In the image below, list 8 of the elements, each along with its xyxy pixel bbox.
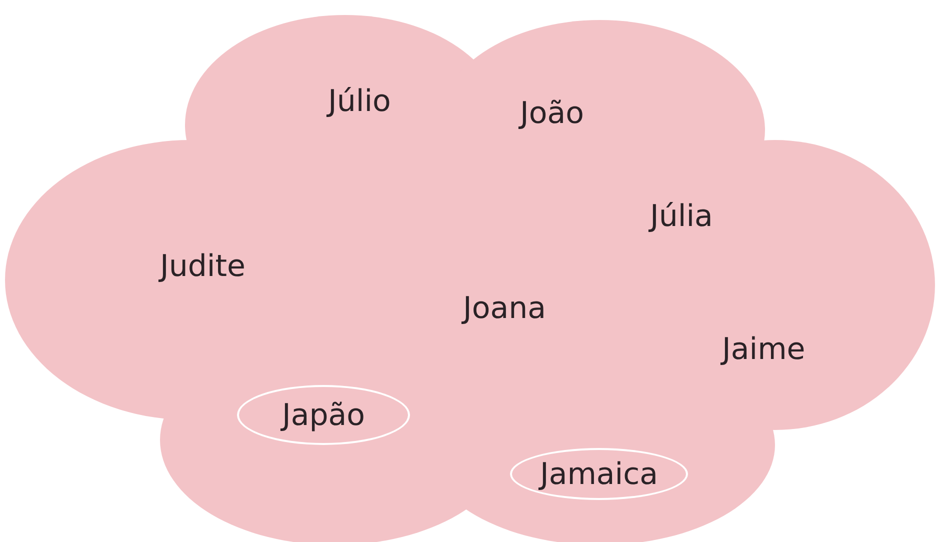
circled-word: Jamaica (510, 448, 688, 500)
name-label: Júlio (328, 85, 391, 118)
circled-word: Japão (237, 385, 410, 445)
name-label: Júlia (650, 200, 713, 233)
name-label: Jaime (722, 333, 806, 366)
name-label: Joana (463, 292, 546, 325)
name-label: João (520, 97, 584, 130)
name-label: Judite (160, 250, 246, 283)
